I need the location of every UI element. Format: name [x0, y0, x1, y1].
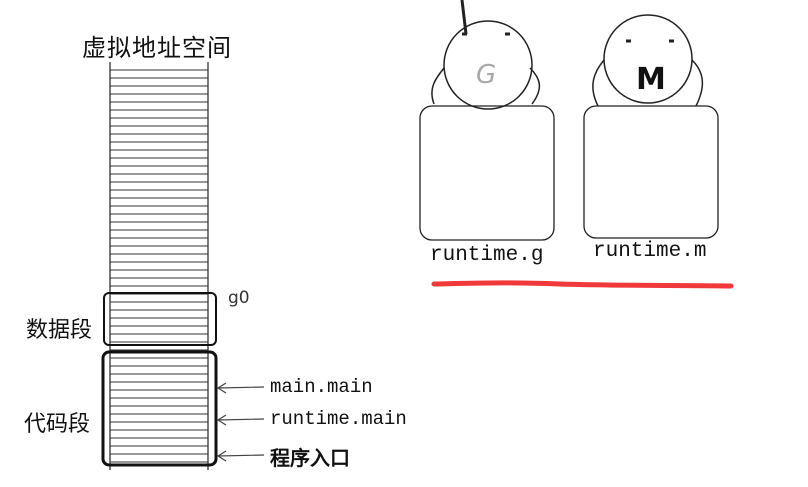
m-face-letter: M: [636, 62, 666, 97]
m-character: [583, 14, 719, 239]
code-segment-box: [101, 350, 218, 467]
g-character: [419, 0, 555, 241]
runtime-m-caption: runtime.m: [593, 240, 707, 263]
g0-marker: g0: [228, 288, 250, 308]
pointer-label-main-main: main.main: [270, 376, 373, 398]
g-face-letter: G: [476, 60, 497, 90]
runtime-g-caption: runtime.g: [430, 244, 544, 267]
pointer-label-program-entry: 程序入口: [270, 446, 350, 470]
address-space-stripes: [110, 69, 208, 463]
red-underline: [431, 280, 734, 289]
pointer-label-runtime-main: runtime.main: [270, 408, 407, 430]
pointer-arrows: [216, 382, 265, 462]
data-segment-box: [103, 292, 217, 346]
data-segment-label: 数据段: [26, 318, 93, 343]
code-segment-label: 代码段: [24, 412, 91, 437]
address-space-title: 虚拟地址空间: [82, 34, 232, 62]
address-space-column: [109, 62, 209, 470]
